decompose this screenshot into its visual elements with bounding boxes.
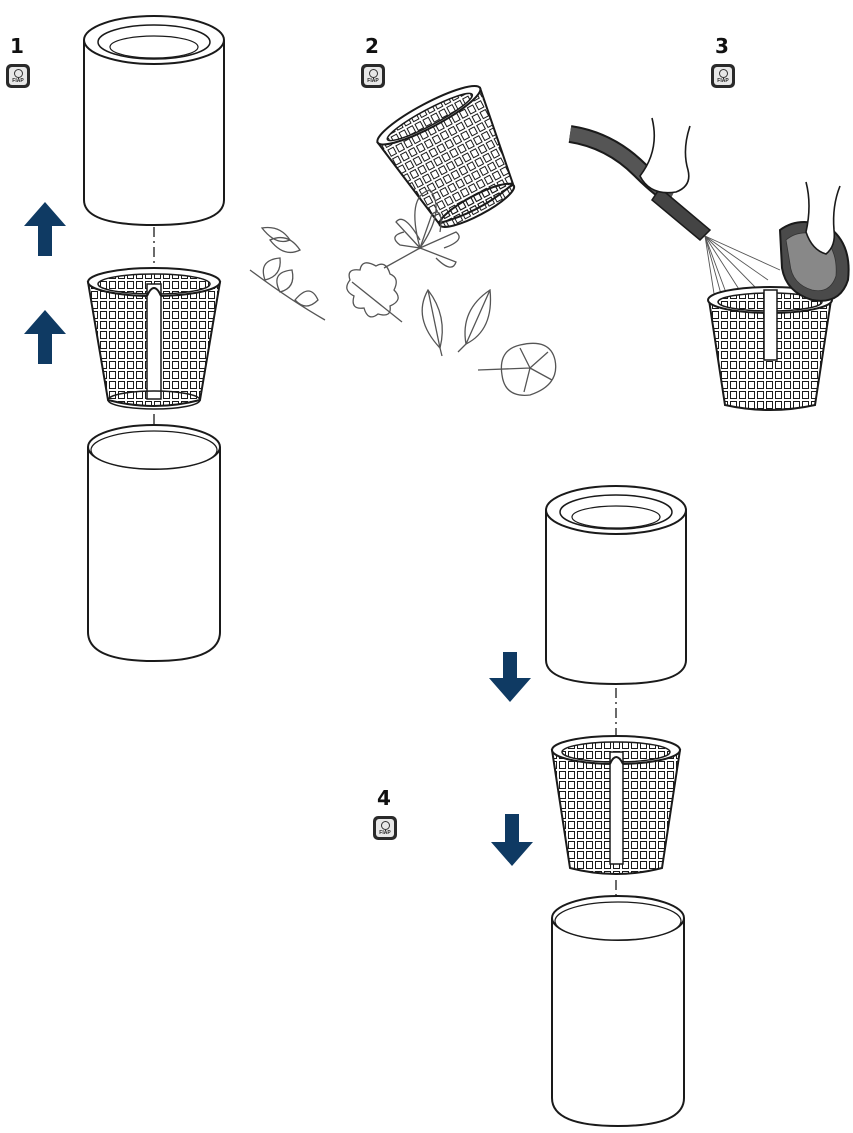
filter-housing-bottom-reassemble	[552, 896, 684, 1126]
up-arrow-icon	[24, 202, 66, 256]
falling-leaves	[250, 190, 556, 395]
filter-housing-bottom	[88, 425, 220, 661]
filter-basket-rinse	[708, 287, 832, 410]
filter-basket	[88, 268, 220, 409]
up-arrow-icon	[24, 310, 66, 364]
tilted-filter-basket	[372, 77, 533, 241]
down-arrow-icon	[491, 814, 533, 866]
filter-housing-top-reassemble	[546, 486, 686, 684]
down-arrow-icon	[489, 652, 531, 702]
cleaning-sponge	[780, 182, 849, 301]
filter-housing-top	[84, 16, 224, 225]
garden-hose	[570, 118, 710, 240]
filter-basket-reassemble	[552, 736, 680, 874]
